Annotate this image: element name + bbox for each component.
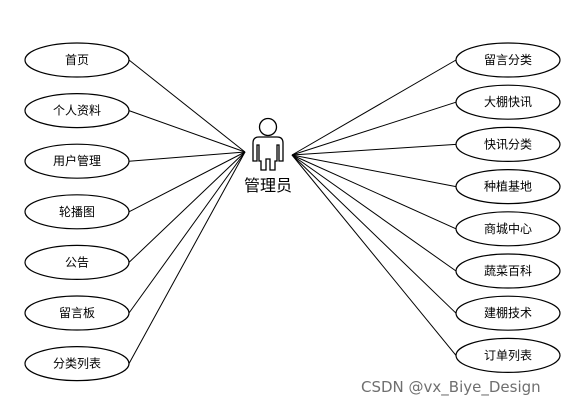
connector-line (291, 101, 457, 156)
use-case-ellipse (455, 84, 561, 120)
connector-line (291, 143, 457, 156)
use-case-ellipse (24, 295, 130, 331)
use-case-ellipse (455, 42, 561, 78)
connector-line (128, 151, 246, 162)
actor-label: 管理员 (244, 176, 292, 195)
use-case-ellipse (455, 211, 561, 247)
use-case-ellipse (455, 295, 561, 331)
use-case-ellipse (24, 143, 130, 179)
use-case: 种植基地 (455, 169, 561, 205)
use-case-ellipse (24, 194, 130, 230)
use-case-label: 用户管理 (53, 153, 101, 168)
connector-line (128, 151, 246, 213)
use-case: 分类列表 (24, 346, 130, 382)
use-case: 建棚技术 (455, 295, 561, 331)
use-case-label: 公告 (65, 255, 89, 269)
connector-line (128, 151, 246, 263)
connector-line (128, 151, 246, 314)
use-case-label: 轮播图 (59, 205, 95, 219)
connector-line (128, 59, 246, 153)
use-case-label: 快讯分类 (484, 137, 532, 151)
use-case-ellipse (24, 92, 130, 129)
use-case: 用户管理 (24, 143, 130, 179)
use-case-ellipse (455, 126, 561, 162)
connector-line (291, 154, 457, 356)
use-case: 个人资料 (24, 92, 130, 129)
use-case-label: 建棚技术 (484, 305, 532, 320)
person-icon (252, 117, 284, 171)
connector-line (128, 151, 246, 364)
connector-line (291, 59, 457, 156)
actor-admin: 管理员 (244, 117, 292, 195)
use-case-label: 分类列表 (53, 357, 101, 371)
use-case: 蔬菜百科 (455, 253, 561, 289)
use-case-label: 留言板 (59, 306, 95, 320)
connector-layer (128, 59, 457, 364)
use-case: 轮播图 (24, 194, 130, 230)
use-case-ellipse (24, 42, 130, 78)
use-case-ellipse (455, 169, 561, 205)
use-case: 商城中心 (455, 211, 561, 247)
connector-line (291, 154, 457, 188)
use-case: 留言分类 (455, 42, 561, 78)
use-case-label: 商城中心 (484, 221, 532, 236)
use-case: 大棚快讯 (455, 84, 561, 120)
connector-line (291, 154, 457, 230)
connector-line (291, 154, 457, 314)
use-case: 留言板 (24, 295, 130, 331)
use-case-label: 订单列表 (484, 348, 532, 362)
use-case-label: 个人资料 (53, 104, 101, 118)
use-case-label: 留言分类 (484, 53, 532, 67)
use-case-label: 蔬菜百科 (484, 264, 532, 278)
watermark: CSDN @vx_Biye_Design (361, 378, 541, 397)
use-case: 订单列表 (455, 337, 561, 373)
use-case: 快讯分类 (455, 126, 561, 162)
use-case-label: 首页 (65, 53, 89, 67)
use-case-ellipse (24, 346, 130, 382)
use-case: 公告 (24, 244, 130, 280)
use-case-ellipse (455, 337, 561, 373)
connector-line (291, 154, 457, 272)
use-case-ellipse (24, 244, 130, 280)
connector-line (128, 110, 246, 153)
use-case: 首页 (24, 42, 130, 78)
use-case-ellipse (455, 253, 561, 289)
use-case-label: 大棚快讯 (484, 94, 532, 109)
use-case-label: 种植基地 (484, 179, 532, 194)
